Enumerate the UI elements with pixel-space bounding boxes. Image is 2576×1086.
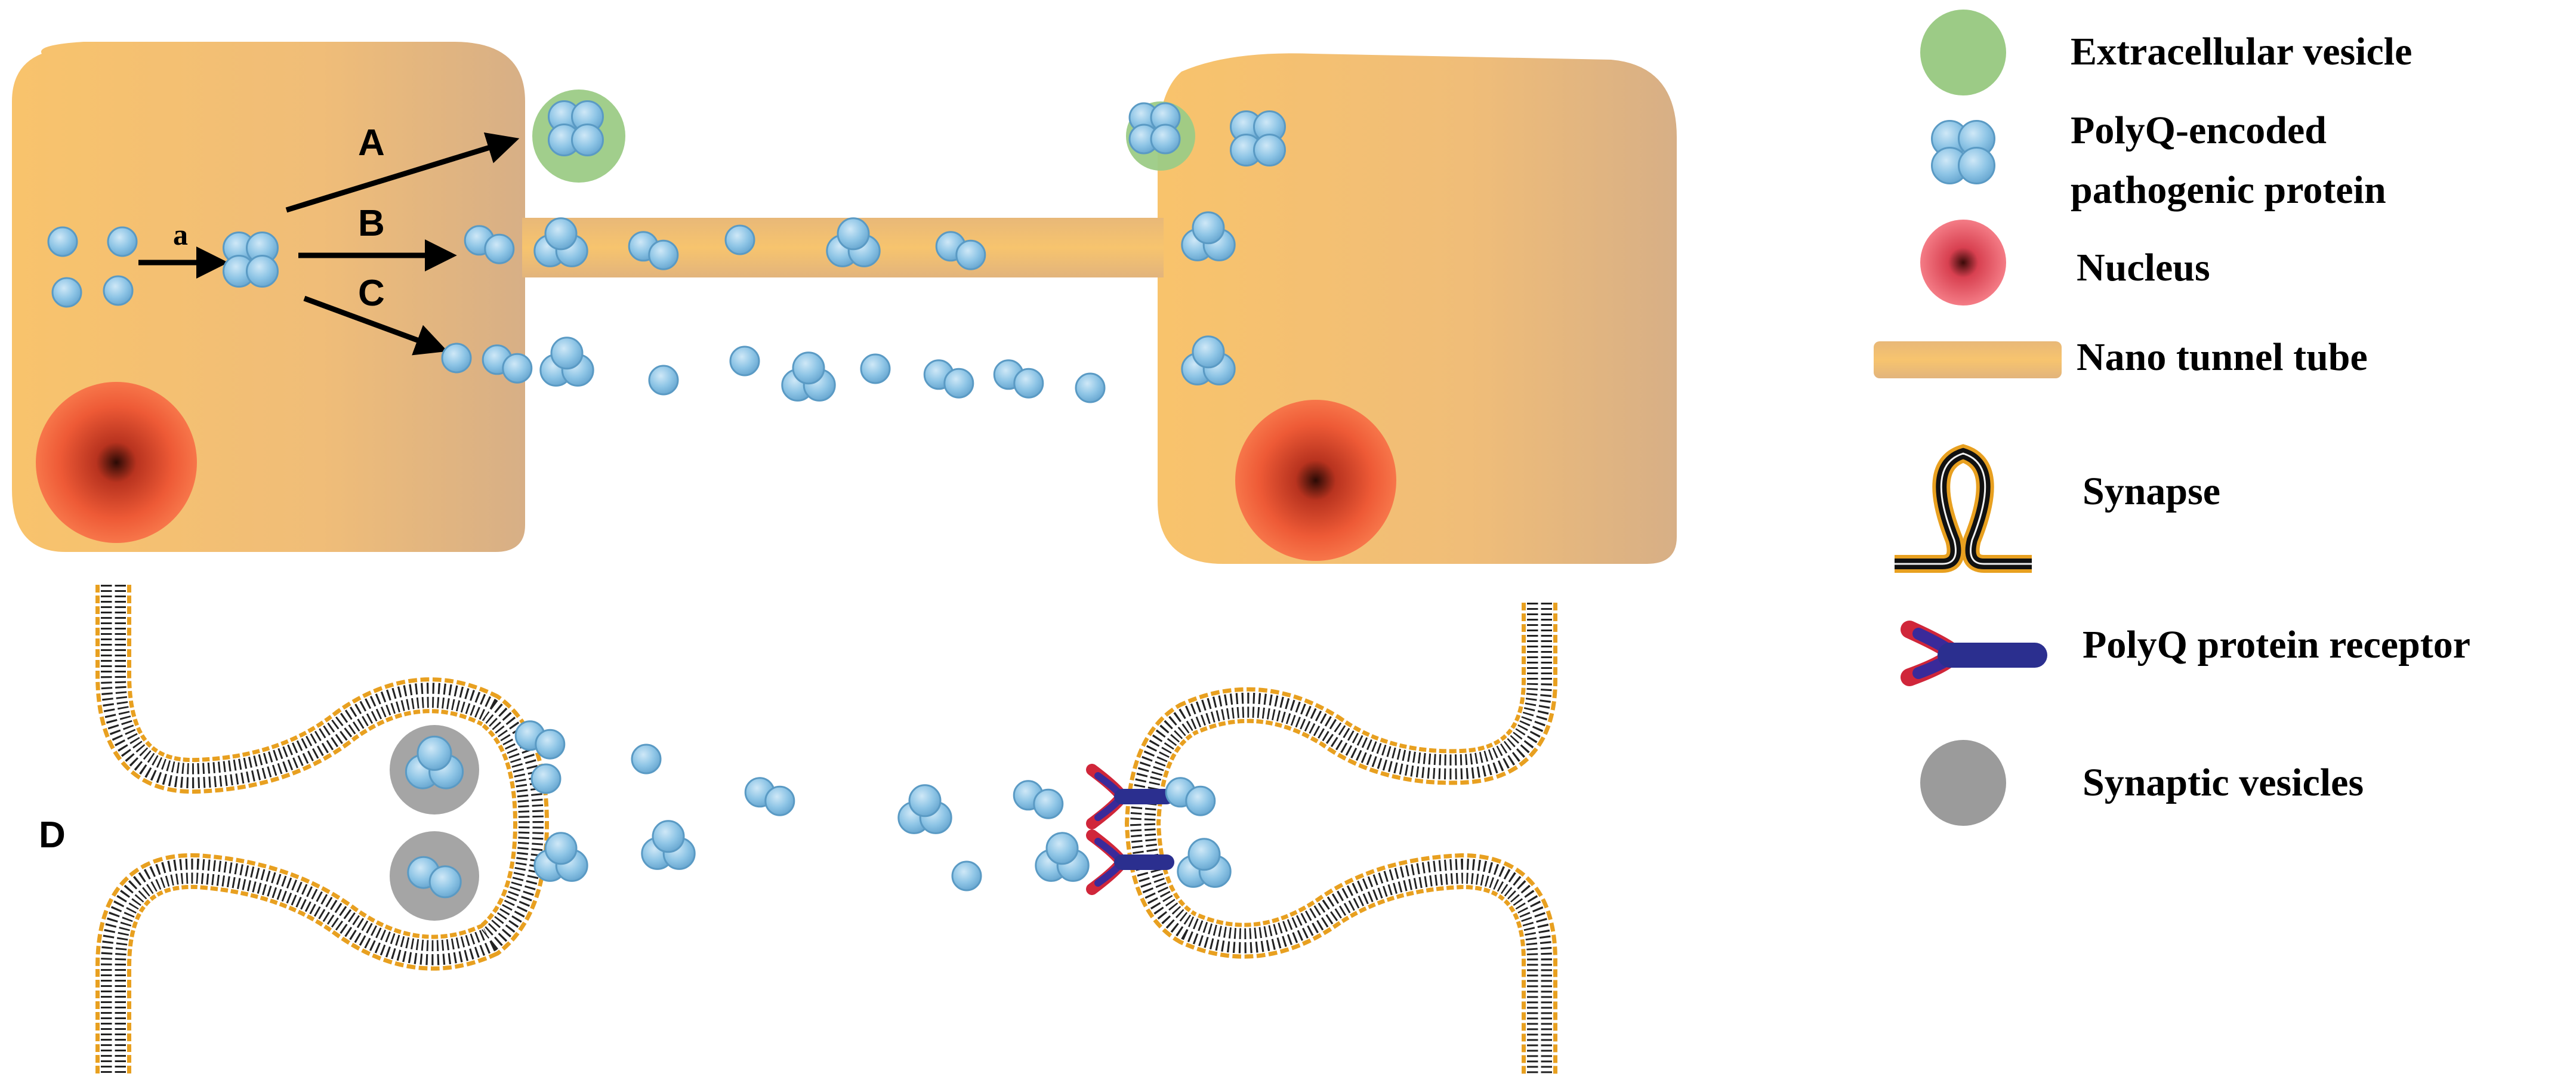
legend-synapse-icon [1895,444,2032,573]
membrane-tails [101,585,544,1074]
legend-nucleus-label: Nucleus [2077,246,2210,289]
protein-particle [1192,211,1225,245]
legend-protein-ball [1958,147,1995,184]
protein-particle [441,343,472,374]
protein-particle [1187,838,1221,871]
protein-particle [502,353,533,384]
protein-particle [530,763,562,794]
legend-polyq-protein-label-1: PolyQ-encoded [2071,109,2327,152]
protein-particle [792,351,825,385]
protein-aggregate [571,124,604,156]
legend-nano-tube-label: Nano tunnel tube [2077,335,2368,379]
legend-nano-tube-icon [1874,341,2062,378]
protein-particles [47,100,1286,403]
legend-extracellular-vesicle-icon [1920,10,2006,95]
protein-particle [648,365,679,396]
legend-polyq-protein-icon [1931,120,1995,184]
protein-particle [764,785,795,816]
left-nucleus [36,382,197,543]
legend: Extracellular vesicle PolyQ-encoded path… [1874,10,2470,826]
protein-particle [908,784,942,817]
protein-particle [47,226,78,257]
label-B: B [358,203,385,244]
legend-nucleus-icon [1920,220,2006,306]
legend-synaptic-vesicles-icon [1920,740,2006,826]
protein-particle [107,226,138,257]
legend-extracellular-vesicle-label: Extracellular vesicle [2071,30,2412,73]
protein-particle [837,217,870,251]
protein-aggregate [417,735,452,771]
label-A: A [358,122,385,163]
membrane-midline [112,585,533,1074]
membrane-core [100,585,545,1074]
protein-particle [724,224,755,255]
protein-particle [428,865,462,899]
protein-particle [544,832,578,865]
protein-particle [955,239,986,270]
legend-polyq-protein-label-2: pathogenic protein [2071,168,2386,212]
arrow-A [285,132,520,213]
synaptic-protein-particles [405,720,1232,899]
protein-particle [51,277,82,308]
protein-particle [1033,788,1064,819]
label-D: D [39,814,66,856]
arrow-C [303,295,448,356]
protein-particle [1192,335,1225,369]
protein-particle [1185,785,1216,816]
protein-particle [103,275,134,306]
protein-aggregate [1253,134,1286,166]
protein-particle [652,820,685,853]
legend-polyq-receptor-icon [1901,621,2047,686]
protein-particle [535,729,566,760]
protein-aggregate [246,255,279,288]
right-nucleus [1235,400,1396,561]
protein-aggregate [1150,124,1181,155]
membrane-heads [95,585,550,1074]
protein-particle [1075,372,1106,403]
legend-polyq-receptor-label: PolyQ protein receptor [2083,623,2470,667]
protein-particle [860,353,891,384]
protein-particle [1013,368,1044,399]
membrane-midline [1141,603,1541,1074]
protein-particle [1045,832,1079,865]
protein-particle [631,743,662,775]
polyq-receptors [1086,764,1174,895]
synapse-membranes [95,585,1557,1074]
label-a: a [173,218,188,251]
protein-particle [951,860,982,891]
legend-synaptic-vesicles-label: Synaptic vesicles [2083,761,2364,804]
protein-particle [484,233,515,264]
protein-particle [943,368,974,399]
protein-particle [544,217,578,251]
protein-particle [648,239,679,270]
legend-synapse-label: Synapse [2083,470,2220,513]
protein-particle [550,337,584,370]
protein-particle [729,345,760,377]
label-C: C [358,273,385,314]
